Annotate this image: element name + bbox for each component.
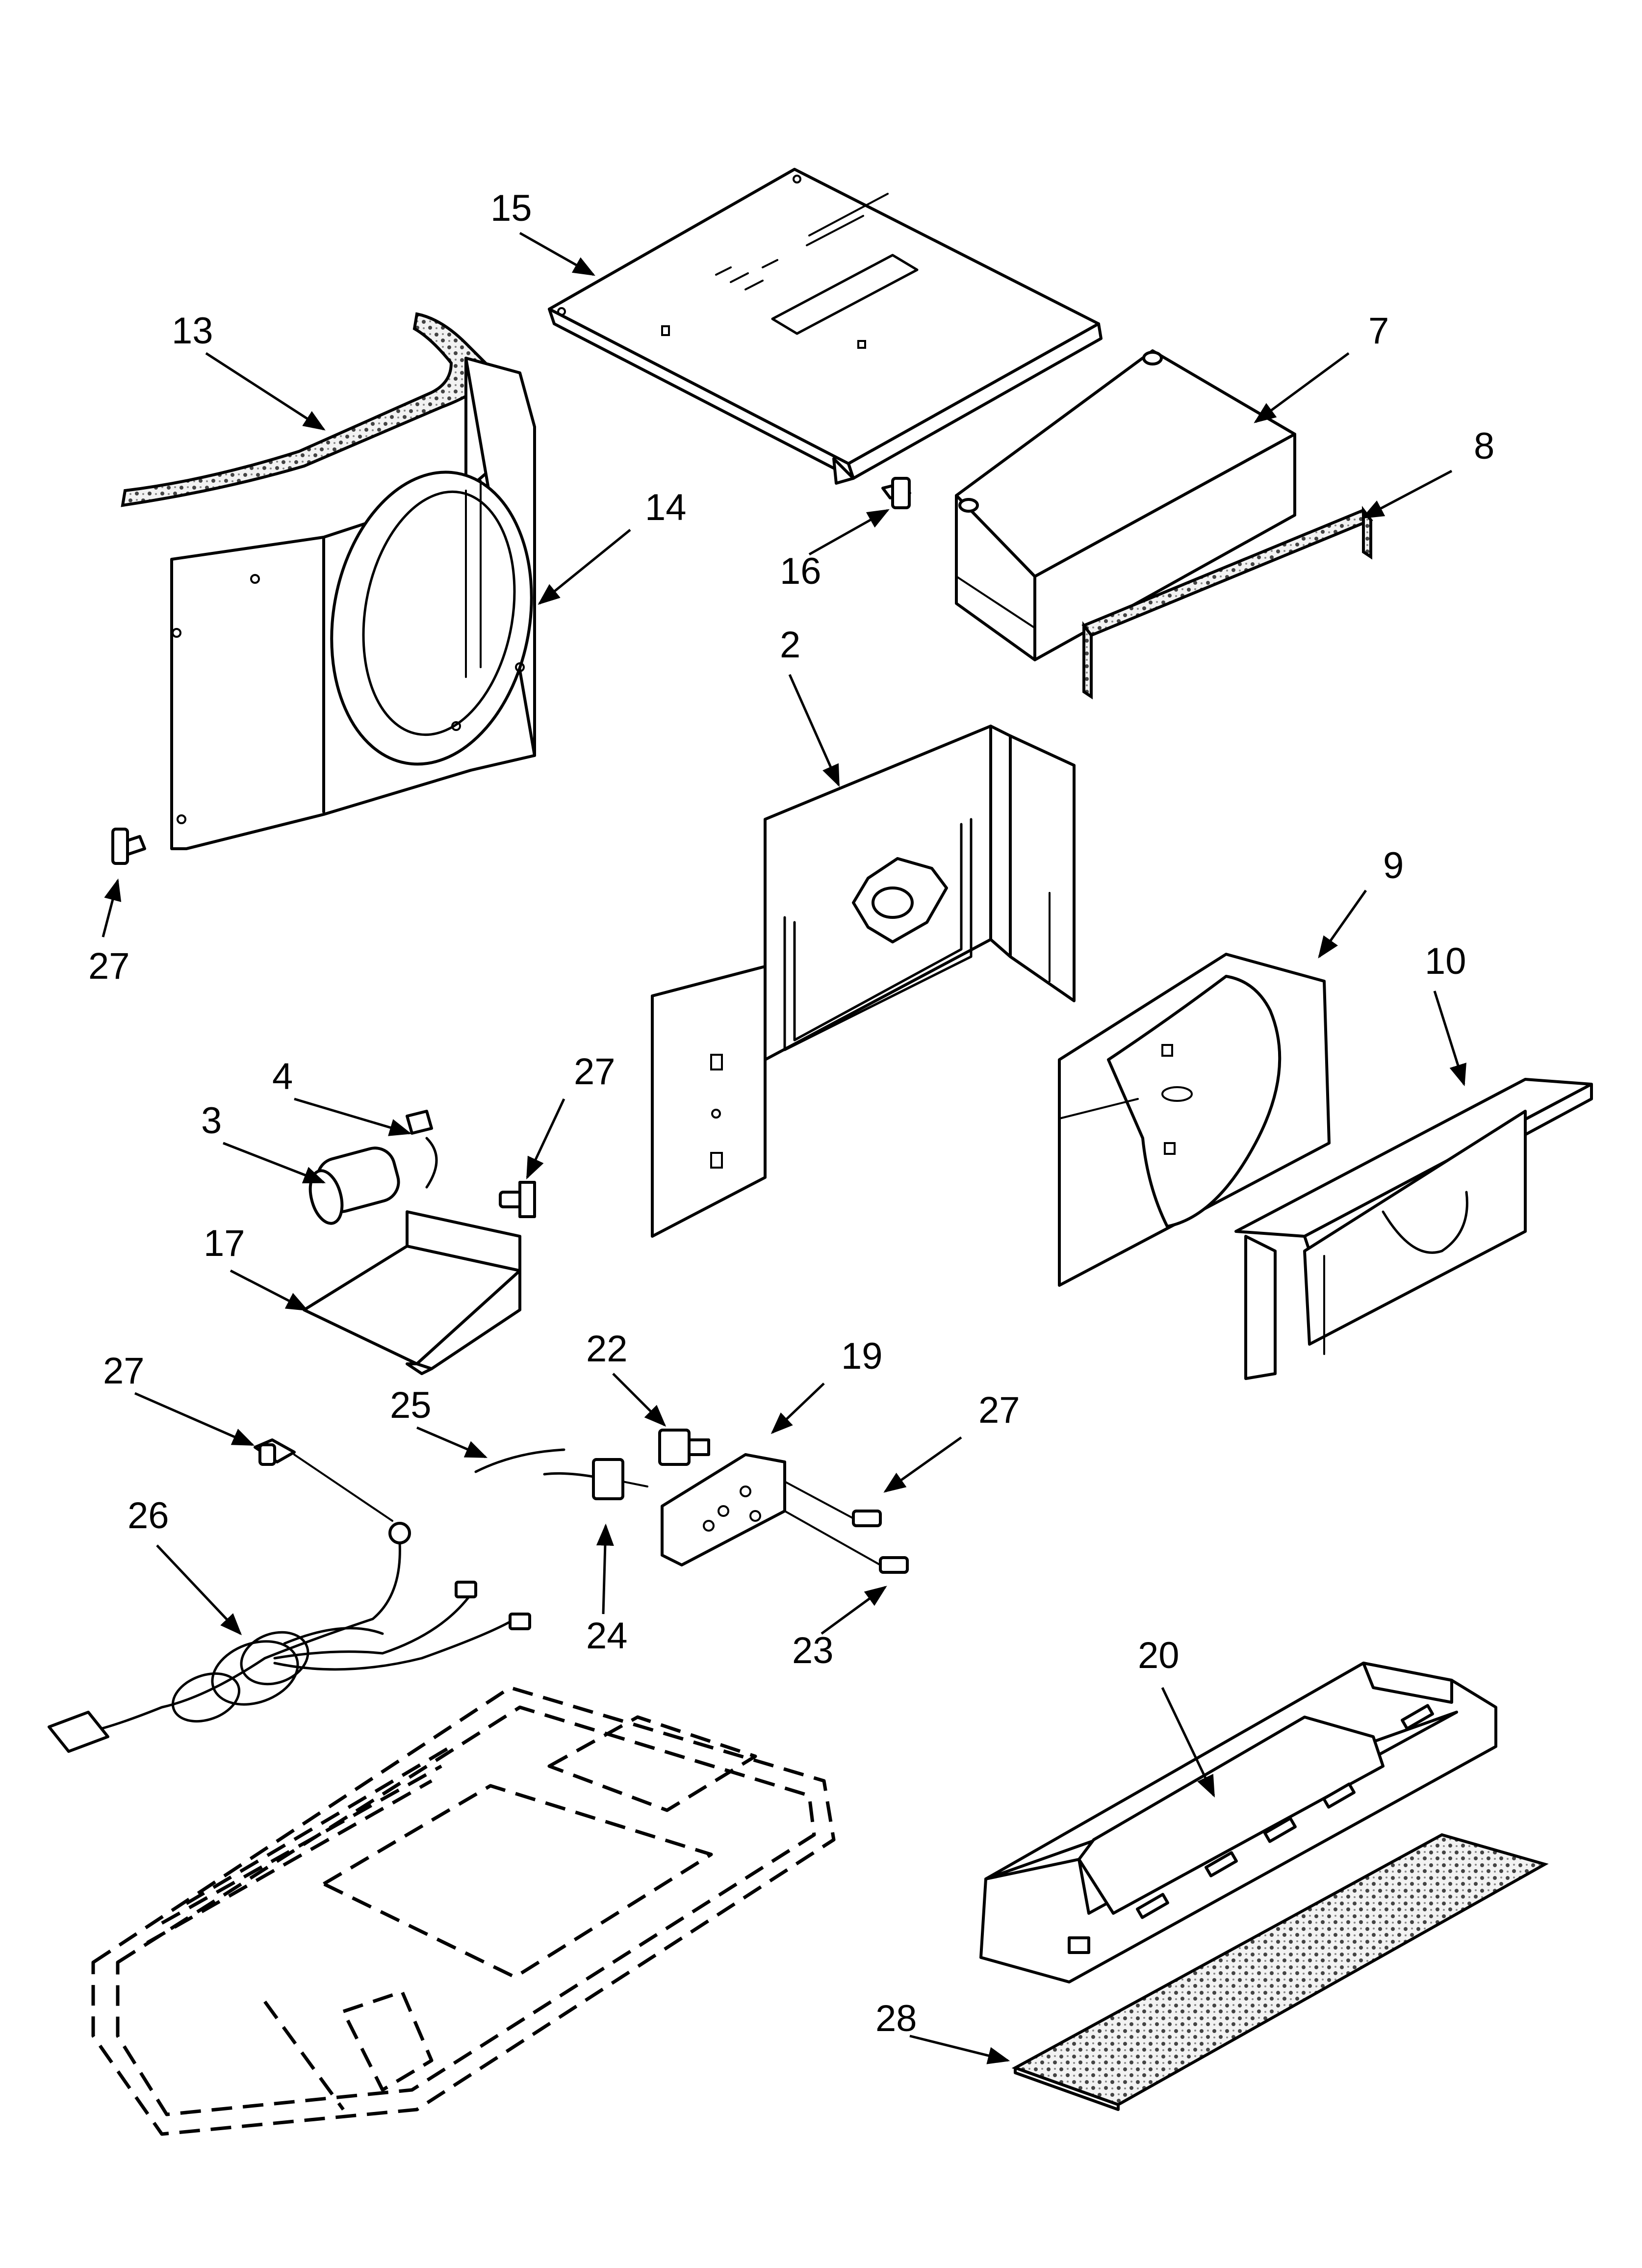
callout-c28: 28 — [875, 1998, 917, 2039]
part-2-partition — [651, 725, 1076, 1238]
callout-c27c: 27 — [103, 1350, 145, 1392]
leader-c13 — [205, 352, 326, 431]
callout-c16: 16 — [780, 550, 821, 592]
part-25-wire — [474, 1448, 565, 1473]
callout-c3: 3 — [201, 1100, 222, 1142]
part-4-bracket — [406, 1110, 438, 1189]
callout-c19: 19 — [841, 1335, 883, 1377]
part-9-scroll — [1058, 953, 1331, 1287]
part-3-capacitor — [308, 1147, 400, 1225]
callout-layer: 15 13 14 7 8 16 2 27 9 10 4 3 27 17 22 19 27 25 27 26 24 23 20… — [88, 187, 1494, 2064]
callout-c4: 4 — [272, 1056, 293, 1097]
leader-c17 — [230, 1269, 308, 1311]
callout-c7: 7 — [1368, 310, 1389, 352]
callout-c15: 15 — [490, 187, 532, 229]
callout-c13: 13 — [172, 310, 213, 352]
part-14-shroud — [170, 357, 536, 850]
leader-c4 — [294, 1097, 412, 1136]
part-16-screw — [881, 477, 911, 509]
part-17-bracket — [303, 1210, 521, 1375]
callout-c22: 22 — [586, 1328, 628, 1370]
base-pan-dashed — [91, 1686, 836, 2136]
callout-c27a: 27 — [88, 945, 130, 987]
callout-c27d: 27 — [978, 1389, 1020, 1431]
part-19-bracket — [661, 1453, 786, 1566]
leader-c14 — [538, 529, 631, 605]
callout-c23: 23 — [792, 1630, 834, 1671]
leader-c23 — [821, 1586, 887, 1635]
leader-c25 — [416, 1426, 488, 1459]
part-20-drain-pan — [979, 1662, 1497, 1983]
callout-c26: 26 — [128, 1495, 169, 1537]
leader-c20 — [1161, 1687, 1215, 1798]
leader-c26 — [156, 1544, 242, 1636]
part-28-filter — [1011, 1833, 1549, 2111]
leader-c15 — [519, 232, 595, 276]
leader-c22 — [612, 1373, 667, 1427]
leader-c16 — [808, 509, 890, 556]
callout-c9: 9 — [1383, 845, 1404, 886]
leader-c7 — [1254, 352, 1350, 423]
part-23-screw — [784, 1510, 909, 1574]
part-22-switch — [658, 1429, 710, 1466]
part-15-top-cover — [548, 168, 1103, 485]
leader-c28 — [909, 2034, 1010, 2064]
leader-c27a — [102, 878, 122, 938]
leader-c8 — [1361, 469, 1453, 519]
part-10-channel — [1234, 1078, 1593, 1380]
leader-c27c — [134, 1392, 255, 1446]
leader-c3 — [223, 1142, 326, 1184]
part-27-screw-left — [111, 828, 146, 865]
callout-c24: 24 — [586, 1615, 628, 1657]
leader-c19 — [770, 1382, 825, 1434]
callout-c25: 25 — [390, 1384, 432, 1426]
callout-c27b: 27 — [574, 1051, 616, 1093]
leader-c24 — [596, 1523, 614, 1615]
callout-c20: 20 — [1138, 1635, 1180, 1676]
callout-c17: 17 — [204, 1223, 245, 1264]
part-13-gasket — [121, 312, 497, 507]
part-24-switch — [543, 1458, 648, 1500]
leader-c27d — [883, 1436, 962, 1493]
callout-c10: 10 — [1425, 940, 1466, 982]
part-27-screw-capacitor — [499, 1181, 536, 1218]
callout-c2: 2 — [780, 624, 800, 666]
leader-c27b — [526, 1098, 565, 1180]
part-26-power-cord — [48, 1541, 531, 1753]
part-27-screw-ground — [254, 1438, 411, 1544]
part-7-cover — [955, 349, 1296, 661]
leader-c2 — [788, 674, 840, 787]
part-27-screw-bracket — [784, 1481, 882, 1527]
leader-c9 — [1318, 889, 1367, 959]
callout-c14: 14 — [645, 487, 687, 528]
leader-c10 — [1433, 991, 1466, 1087]
callout-c8: 8 — [1474, 425, 1494, 467]
